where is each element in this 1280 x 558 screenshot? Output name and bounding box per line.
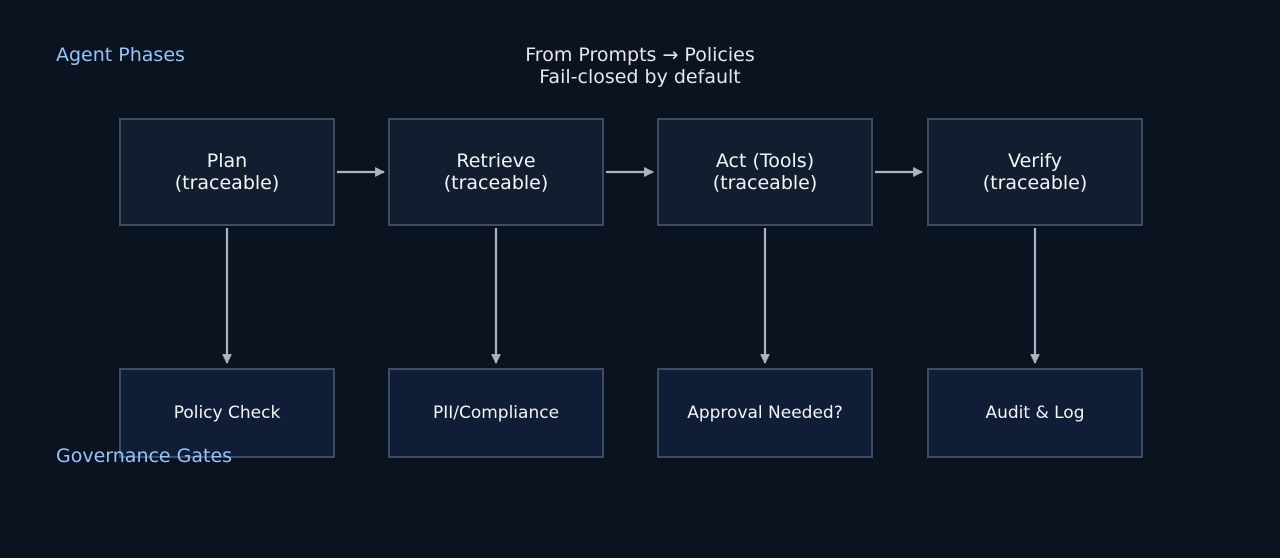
phase-box-act-tools: Act (Tools) (traceable): [657, 118, 873, 226]
gate-box-approval-needed: Approval Needed?: [657, 368, 873, 458]
gate-label: Approval Needed?: [687, 403, 843, 423]
phase-note: (traceable): [982, 172, 1088, 194]
gate-box-pii-compliance: PII/Compliance: [388, 368, 604, 458]
gate-label: Policy Check: [173, 403, 281, 423]
lane-label-agent-phases: Agent Phases: [56, 44, 185, 66]
phase-name: Act (Tools): [715, 150, 815, 172]
diagram-title: From Prompts → Policies: [525, 44, 755, 66]
phase-box-plan: Plan (traceable): [119, 118, 335, 226]
phase-note: (traceable): [712, 172, 818, 194]
phase-box-verify: Verify (traceable): [927, 118, 1143, 226]
phase-name: Retrieve: [456, 150, 536, 172]
phase-note: (traceable): [443, 172, 549, 194]
gate-box-audit-log: Audit & Log: [927, 368, 1143, 458]
phase-box-retrieve: Retrieve (traceable): [388, 118, 604, 226]
phase-name: Verify: [1008, 150, 1062, 172]
lane-label-governance-gates: Governance Gates: [56, 445, 233, 467]
phase-name: Plan: [206, 150, 248, 172]
gate-label: PII/Compliance: [432, 403, 560, 423]
diagram-subtitle: Fail-closed by default: [539, 66, 741, 88]
gate-label: Audit & Log: [985, 403, 1085, 423]
gate-box-policy-check: Policy Check: [119, 368, 335, 458]
phase-note: (traceable): [174, 172, 280, 194]
